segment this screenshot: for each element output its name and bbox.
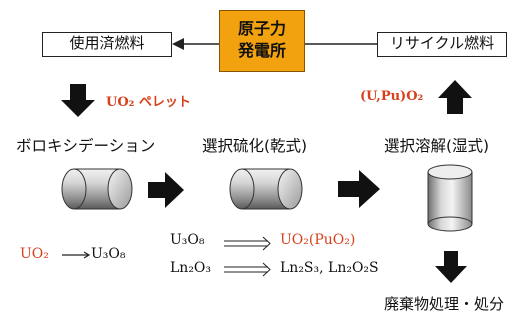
used-fuel-box: 使用済燃料 [42,32,172,57]
nuclear-plant-box: 原子力 発電所 [219,10,305,72]
reaction-double-arrow-1 [224,236,271,251]
reaction-double-arrow-2 [224,262,271,277]
down-arrow-waste [435,251,467,283]
dissolution-vessel [427,164,473,232]
reaction-arrow-uo2 [62,251,91,259]
reaction-u3o8: U₃O₈ [170,232,205,248]
down-arrow-pellet [61,84,95,117]
pellet-label: UO₂ ペレット [106,95,191,110]
right-arrow-2 [338,170,380,208]
used-fuel-label: 使用済燃料 [69,34,145,52]
reaction-uo2: UO₂ [20,246,49,262]
reaction-u3o8-product: U₃O₈ [91,246,126,262]
plant-label-line1: 原子力 [237,19,286,38]
recycle-fuel-label: リサイクル燃料 [389,34,495,52]
right-arrow-1 [148,172,184,208]
step-sulfurization: 選択硫化(乾式) [202,137,308,155]
step-voloxidation: ボロキシデーション [16,137,156,155]
voloxidation-vessel [61,168,133,210]
reaction-uo2-puo2: UO₂(PuO₂) [280,232,356,248]
product-label: (U,Pu)O₂ [360,89,424,104]
up-arrow-recycle [438,80,472,114]
recycle-fuel-box: リサイクル燃料 [377,32,507,57]
sulfurization-vessel [229,168,303,210]
plant-label-line2: 発電所 [237,41,286,60]
waste-label: 廃棄物処理・処分 [384,295,505,313]
reaction-ln-products: Ln₂S₃, Ln₂O₂S [280,260,379,276]
step-dissolution: 選択溶解(湿式) [384,137,490,155]
plant-to-used-fuel-arrowhead [172,38,184,50]
reaction-ln2o3: Ln₂O₃ [170,260,212,276]
